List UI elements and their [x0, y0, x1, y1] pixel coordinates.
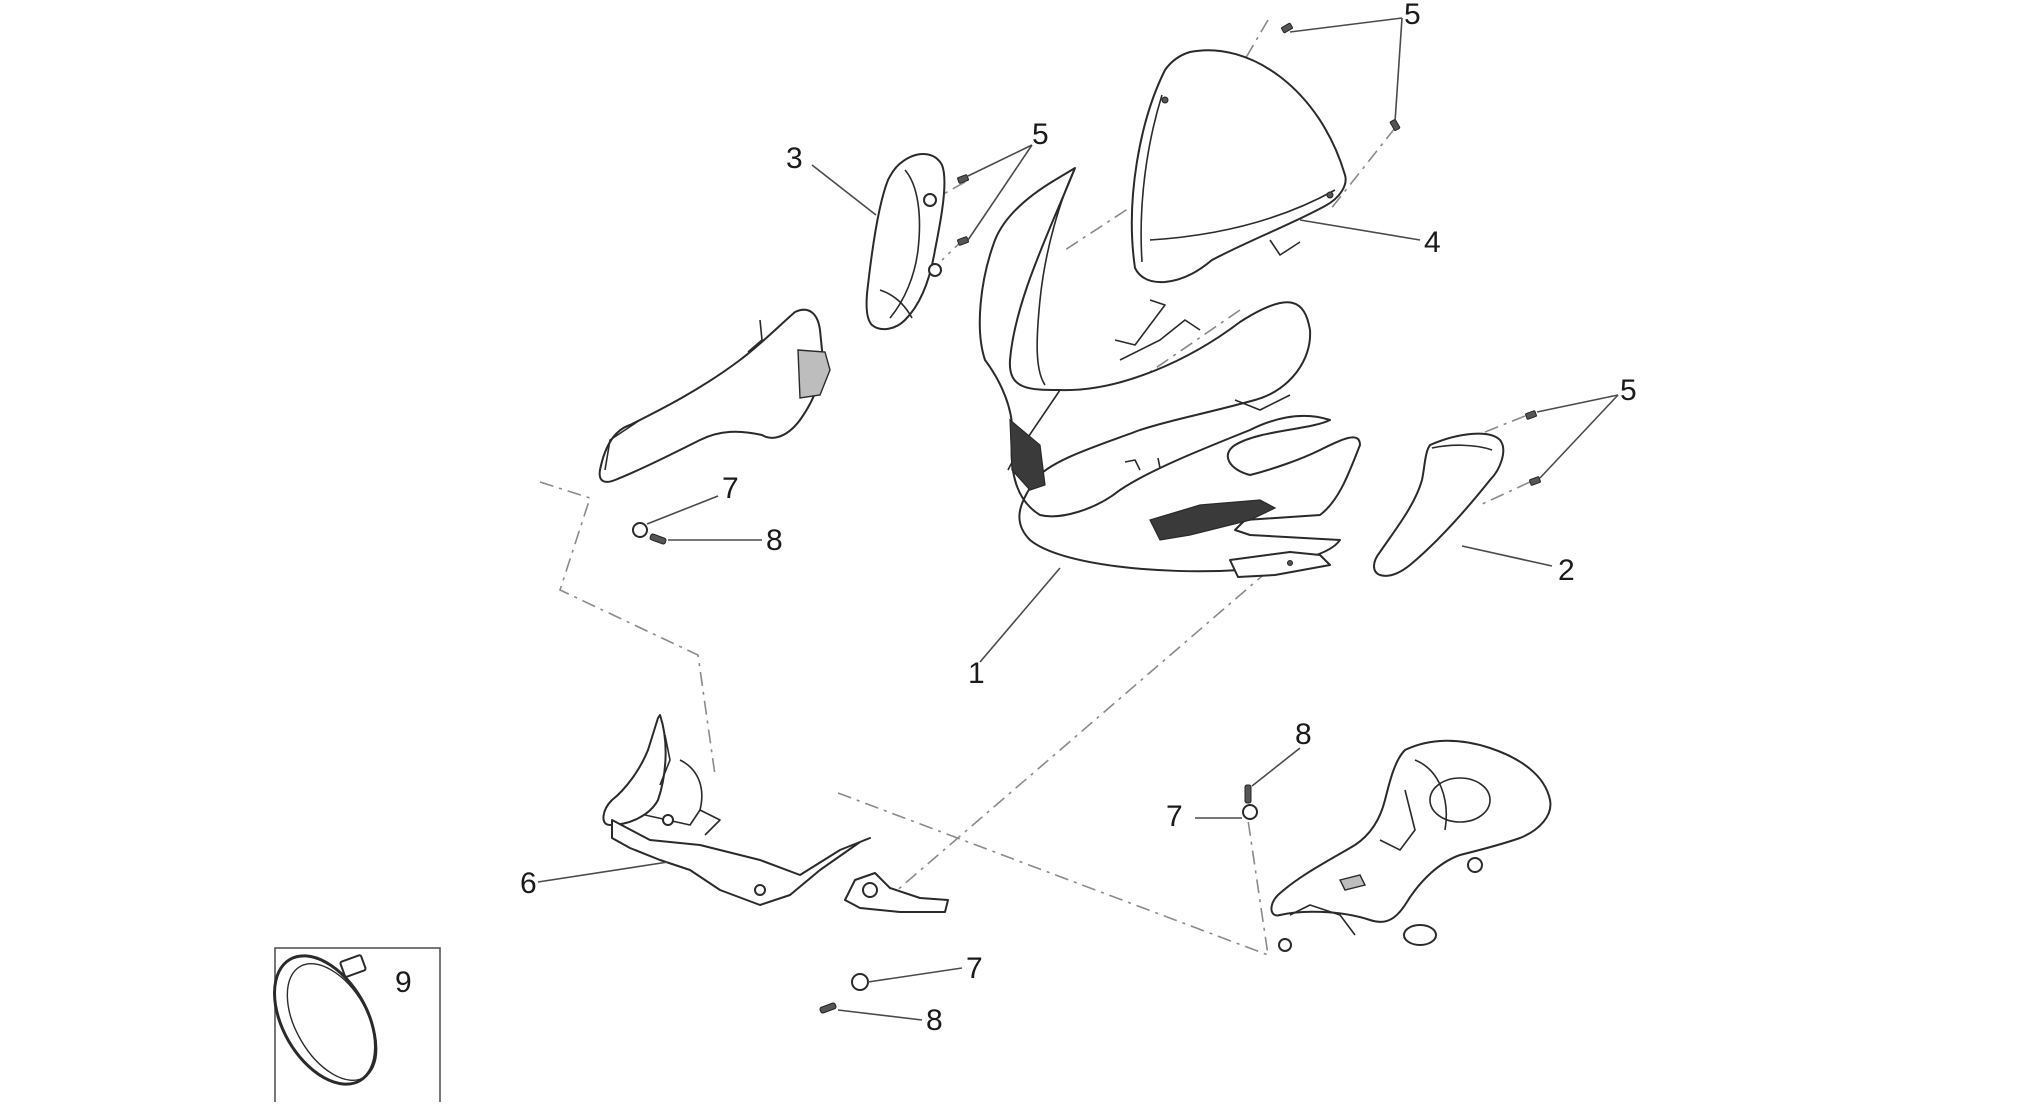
screw-icon	[649, 22, 1541, 1014]
inner-panel-left-icon	[598, 308, 831, 483]
callout-5-right: 5	[1620, 374, 1637, 407]
callout-4: 4	[1424, 226, 1441, 259]
callout-7-bottom: 7	[966, 952, 983, 985]
side-panel-right-icon	[1373, 432, 1505, 577]
callout-1: 1	[968, 657, 985, 690]
callout-3: 3	[786, 142, 803, 175]
callout-5-left: 5	[1032, 118, 1049, 151]
callout-8-right: 8	[1295, 718, 1312, 751]
callout-8-bottom: 8	[926, 1004, 943, 1037]
callout-7-upper-left: 7	[722, 472, 739, 505]
callout-labels: 1 2 3 4 5 5 5 6 7 7 7 8 8 8 9	[395, 0, 1637, 1037]
cable-clamp-icon	[273, 947, 441, 1107]
callout-2: 2	[1558, 554, 1575, 587]
callout-7-right: 7	[1166, 800, 1183, 833]
windscreen-icon	[1130, 49, 1347, 284]
front-fairing-icon	[978, 167, 1361, 578]
callout-5-top: 5	[1404, 0, 1421, 31]
leader-lines	[537, 17, 1619, 1021]
callout-9: 9	[395, 966, 412, 999]
inner-panel-right-icon	[1270, 739, 1552, 952]
side-panel-left-icon	[865, 153, 946, 331]
washer-icon	[632, 522, 1258, 991]
callout-6: 6	[520, 867, 537, 900]
callout-8-upper-left: 8	[766, 524, 783, 557]
fairing-support-bracket-icon	[602, 714, 949, 913]
